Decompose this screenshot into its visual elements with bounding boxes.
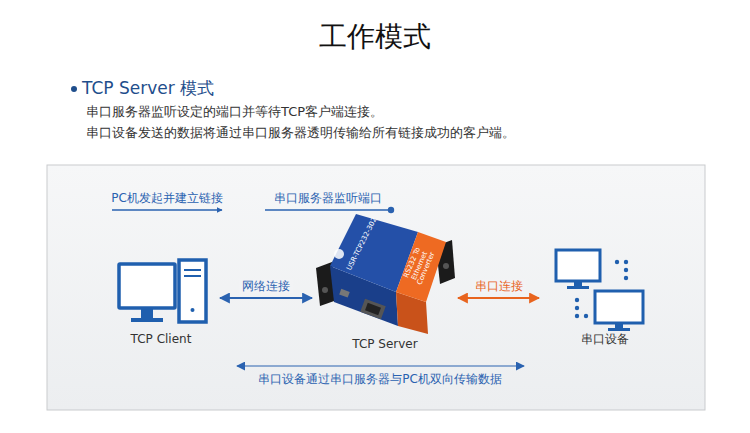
node-label: TCP Client — [131, 332, 192, 346]
panel — [47, 165, 705, 410]
arrow-note: PC机发起并建立链接 — [111, 191, 223, 205]
bidirectional-arrow — [237, 365, 524, 366]
serial-server-device — [316, 214, 455, 334]
arrow-note: 串口服务器监听端口 — [274, 191, 382, 205]
server-node: TCP Server — [318, 210, 452, 355]
pc-icon — [119, 260, 206, 322]
device-model: USR-TCP232-302 — [345, 216, 379, 272]
device-node: TCP Client — [108, 255, 214, 350]
serial-devices-icon — [556, 250, 643, 331]
connect-arrow — [112, 209, 222, 211]
node-label: TCP Server — [352, 337, 417, 351]
bullet-dot — [71, 86, 77, 92]
listen-line — [265, 209, 388, 211]
edge-label: 网络连接 — [239, 279, 293, 293]
body-text: 串口设备发送的数据将通过串口服务器透明传输给所有链接成功的客户端。 — [86, 125, 515, 141]
serial-link — [458, 297, 539, 299]
edge-label: 串口连接 — [472, 279, 526, 293]
device-print: RS232 To Ethernet Converter — [398, 236, 441, 297]
node-label: 串口设备 — [581, 332, 629, 346]
listen-dot — [388, 207, 394, 213]
network-link — [220, 297, 312, 299]
arrow-note: 串口设备通过串口服务器与PC机双向传输数据 — [258, 372, 502, 386]
section-heading: TCP Server 模式 — [82, 78, 214, 98]
page-title: 工作模式 — [0, 20, 750, 54]
device-node: 串口设备 — [545, 245, 665, 350]
body-text: 串口服务器监听设定的端口并等待TCP客户端连接。 — [86, 104, 383, 120]
